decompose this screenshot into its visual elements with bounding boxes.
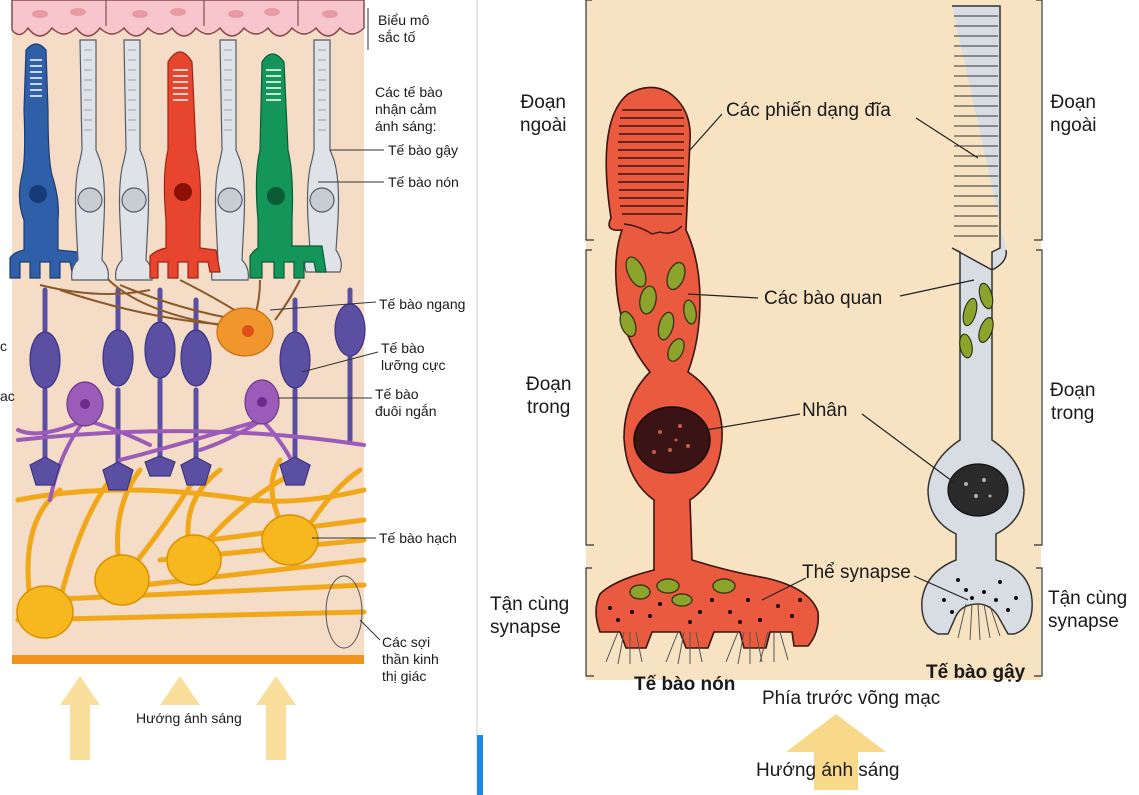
label-inner-segment-left: Đoạn trong bbox=[526, 374, 572, 418]
segment-brackets bbox=[585, 0, 1043, 677]
label-cone: Tế bào nón bbox=[388, 174, 459, 190]
label-outer-segment-right: Đoạn ngoài bbox=[1050, 92, 1097, 136]
optic-fiber-bundle-outline bbox=[325, 575, 363, 649]
label-optic-fibers: Các sợi thần kinh thị giác bbox=[382, 634, 439, 684]
label-inner-segment-right: Đoạn trong bbox=[1050, 380, 1096, 424]
edge-fragment-1: c bbox=[0, 338, 7, 354]
bipolar-cells bbox=[29, 303, 366, 491]
label-light-direction-right: Hướng ánh sáng bbox=[756, 760, 900, 781]
label-bipolar: Tế bào lưỡng cực bbox=[381, 340, 446, 373]
label-synaptic-terminal-right: Tận cùng synapse bbox=[1048, 588, 1128, 632]
ganglion-cells bbox=[16, 514, 319, 639]
horizontal-cell bbox=[216, 307, 274, 357]
label-organelles: Các bào quan bbox=[764, 288, 883, 309]
rod-cells bbox=[71, 39, 342, 281]
label-rod-cell: Tế bào gậy bbox=[926, 662, 1026, 683]
label-photoreceptors: Các tế bào nhận cảm ánh sáng: bbox=[375, 84, 443, 134]
left-leader-lines bbox=[269, 8, 384, 641]
label-horizontal: Tế bào ngang bbox=[379, 296, 466, 312]
label-retina-front: Phía trước võng mạc bbox=[762, 688, 941, 709]
rod-cell-detail bbox=[921, 5, 1033, 641]
blue-cone-cell bbox=[9, 43, 83, 279]
right-light-arrow bbox=[786, 714, 886, 790]
label-outer-segment-left: Đoạn ngoài bbox=[520, 92, 567, 136]
edge-fragment-2: ac bbox=[0, 388, 15, 404]
edge-blue-bar bbox=[477, 735, 483, 795]
red-cone-cell bbox=[149, 51, 221, 279]
amacrine-cells bbox=[66, 379, 280, 427]
label-light-direction-left: Hướng ánh sáng bbox=[136, 710, 242, 726]
green-cone-cell bbox=[249, 53, 327, 279]
right-leader-lines bbox=[687, 113, 979, 601]
label-rod: Tế bào gậy bbox=[388, 142, 459, 158]
label-ganglion: Tế bào hạch bbox=[379, 530, 457, 546]
pigment-epithelium bbox=[11, 0, 365, 37]
label-amacrine: Tế bào đuôi ngắn bbox=[375, 386, 437, 419]
label-synaptic-body: Thể synapse bbox=[802, 562, 911, 583]
inner-limiting-membrane bbox=[12, 655, 364, 664]
label-discs: Các phiến dạng đĩa bbox=[726, 100, 891, 121]
label-nucleus: Nhân bbox=[802, 400, 848, 421]
label-pigment-epithelium: Biểu mô sắc tố bbox=[378, 12, 430, 45]
left-light-arrows bbox=[60, 676, 296, 760]
cone-cell-detail bbox=[595, 86, 820, 665]
label-synaptic-terminal-left: Tận cùng synapse bbox=[490, 594, 570, 638]
label-cone-cell: Tế bào nón bbox=[634, 674, 736, 695]
